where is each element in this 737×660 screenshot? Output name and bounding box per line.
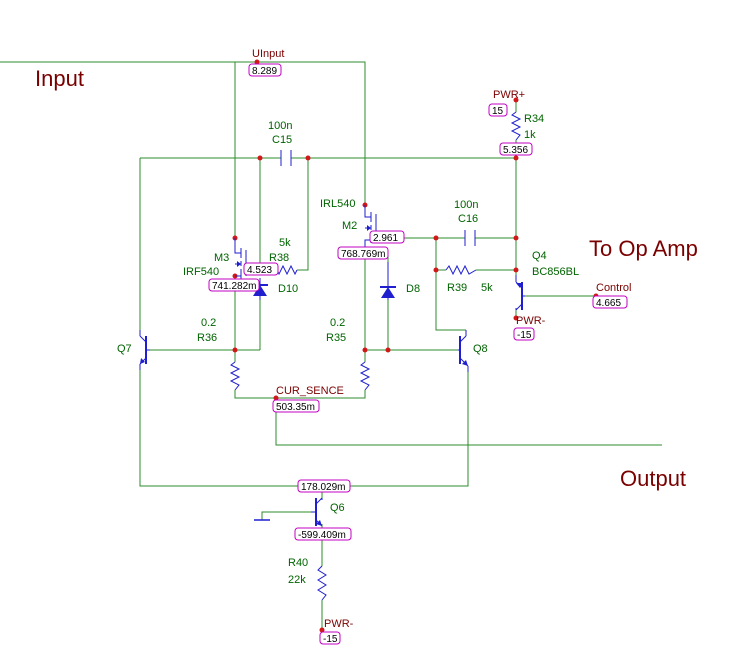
probe-control: 4.665 bbox=[592, 295, 628, 309]
net-cur-sence: CUR_SENCE bbox=[276, 385, 344, 397]
wire-q6-ground bbox=[261, 511, 311, 520]
q8-ref: Q8 bbox=[473, 343, 488, 355]
resistor-r35 bbox=[359, 361, 371, 391]
node bbox=[273, 395, 279, 401]
probe-m3-source: 741.282m bbox=[208, 278, 260, 292]
q7-ref: Q7 bbox=[117, 343, 132, 355]
transistor-q8 bbox=[458, 330, 469, 372]
probe-output: 178.029m bbox=[297, 479, 351, 493]
probe-pwr-minus-bottom-value: -15 bbox=[323, 634, 338, 645]
probe-pwr-plus-value: 15 bbox=[492, 106, 504, 117]
q4-ref: Q4 bbox=[532, 250, 547, 262]
probe-m2-source: 768.769m bbox=[337, 246, 389, 260]
probe-q6-emitter-value: -599.409m bbox=[298, 530, 346, 541]
output-label: Output bbox=[620, 466, 686, 491]
node bbox=[362, 347, 368, 353]
r35-value: 0.2 bbox=[330, 317, 345, 329]
node bbox=[513, 155, 519, 161]
input-label: Input bbox=[35, 66, 84, 91]
m3-part: IRF540 bbox=[183, 266, 219, 278]
probe-pwr-minus-q4: -15 bbox=[513, 327, 535, 341]
capacitor-c15 bbox=[280, 150, 292, 166]
probe-m3-gate: 4.523 bbox=[243, 262, 279, 276]
probe-cur-sence-value: 503.35m bbox=[276, 402, 315, 413]
net-pwr-plus: PWR+ bbox=[493, 89, 525, 101]
net-pwr-minus-bottom: PWR- bbox=[324, 618, 354, 630]
node bbox=[319, 627, 325, 633]
c16-ref: C16 bbox=[458, 213, 478, 225]
wires bbox=[0, 61, 662, 630]
net-pwr-minus-q4: PWR- bbox=[516, 315, 546, 327]
probe-m2-source-value: 768.769m bbox=[341, 249, 385, 260]
r36-ref: R36 bbox=[197, 332, 217, 344]
node bbox=[257, 155, 263, 161]
probe-r34-bottom: 5.356 bbox=[499, 142, 533, 156]
r34-ref: R34 bbox=[524, 113, 544, 125]
r34-value: 1k bbox=[524, 129, 536, 141]
probe-pwr-plus: 15 bbox=[488, 103, 508, 117]
resistor-r40 bbox=[317, 565, 327, 601]
node bbox=[513, 235, 519, 241]
transistor-q6 bbox=[311, 497, 323, 527]
d10-ref: D10 bbox=[278, 283, 298, 295]
probe-q6-emitter: -599.409m bbox=[294, 527, 352, 541]
probe-m2-gate-value: 2.961 bbox=[373, 233, 398, 244]
resistor-r39 bbox=[445, 264, 477, 276]
q6-ref: Q6 bbox=[330, 502, 345, 514]
c16-value: 100n bbox=[454, 199, 478, 211]
node bbox=[385, 347, 391, 353]
probe-pwr-minus-q4-value: -15 bbox=[517, 330, 532, 341]
probe-uinput-value: 8.289 bbox=[252, 66, 277, 77]
diode-d8 bbox=[380, 262, 396, 300]
net-control: Control bbox=[596, 282, 631, 294]
probe-pwr-minus-bottom: -15 bbox=[319, 631, 341, 645]
r39-ref: R39 bbox=[447, 282, 467, 294]
m2-ref: M2 bbox=[342, 220, 357, 232]
probe-control-value: 4.665 bbox=[596, 298, 621, 309]
resistor-r36 bbox=[229, 361, 241, 391]
m3-ref: M3 bbox=[214, 252, 229, 264]
probe-m3-source-value: 741.282m bbox=[212, 281, 256, 292]
transistor-q4 bbox=[515, 275, 525, 311]
r40-value: 22k bbox=[288, 574, 306, 586]
to-op-amp-label: To Op Amp bbox=[589, 236, 698, 261]
net-uinput: UInput bbox=[252, 48, 284, 60]
q4-part: BC856BL bbox=[532, 266, 579, 278]
node bbox=[513, 315, 519, 321]
node bbox=[254, 59, 260, 65]
m2-part: IRL540 bbox=[320, 198, 355, 210]
capacitor-c16 bbox=[464, 230, 476, 246]
wire-r38-right bbox=[297, 158, 309, 271]
r36-value: 0.2 bbox=[201, 317, 216, 329]
d8-ref: D8 bbox=[406, 283, 420, 295]
wire-cur-sence-out bbox=[275, 398, 662, 446]
c15-value: 100n bbox=[268, 120, 292, 132]
wire-input-rail bbox=[0, 61, 366, 205]
transistor-q7 bbox=[139, 330, 150, 370]
node bbox=[433, 267, 439, 273]
probe-uinput: 8.289 bbox=[248, 63, 282, 77]
r39-value: 5k bbox=[481, 282, 493, 294]
node bbox=[305, 155, 311, 161]
r38-ref: R38 bbox=[269, 252, 289, 264]
node bbox=[232, 347, 238, 353]
probe-m3-gate-value: 4.523 bbox=[247, 265, 272, 276]
r35-ref: R35 bbox=[326, 332, 346, 344]
probe-r34-bottom-value: 5.356 bbox=[503, 145, 528, 156]
node bbox=[513, 97, 519, 103]
node bbox=[433, 235, 439, 241]
r38-value: 5k bbox=[279, 237, 291, 249]
probe-output-value: 178.029m bbox=[301, 482, 345, 493]
node bbox=[513, 267, 519, 273]
probe-m2-gate: 2.961 bbox=[369, 230, 405, 244]
c15-ref: C15 bbox=[272, 134, 292, 146]
resistor-r34 bbox=[510, 111, 522, 141]
r40-ref: R40 bbox=[288, 557, 308, 569]
probe-cur-sence: 503.35m bbox=[272, 399, 320, 413]
wire-cur-sence bbox=[234, 390, 366, 399]
